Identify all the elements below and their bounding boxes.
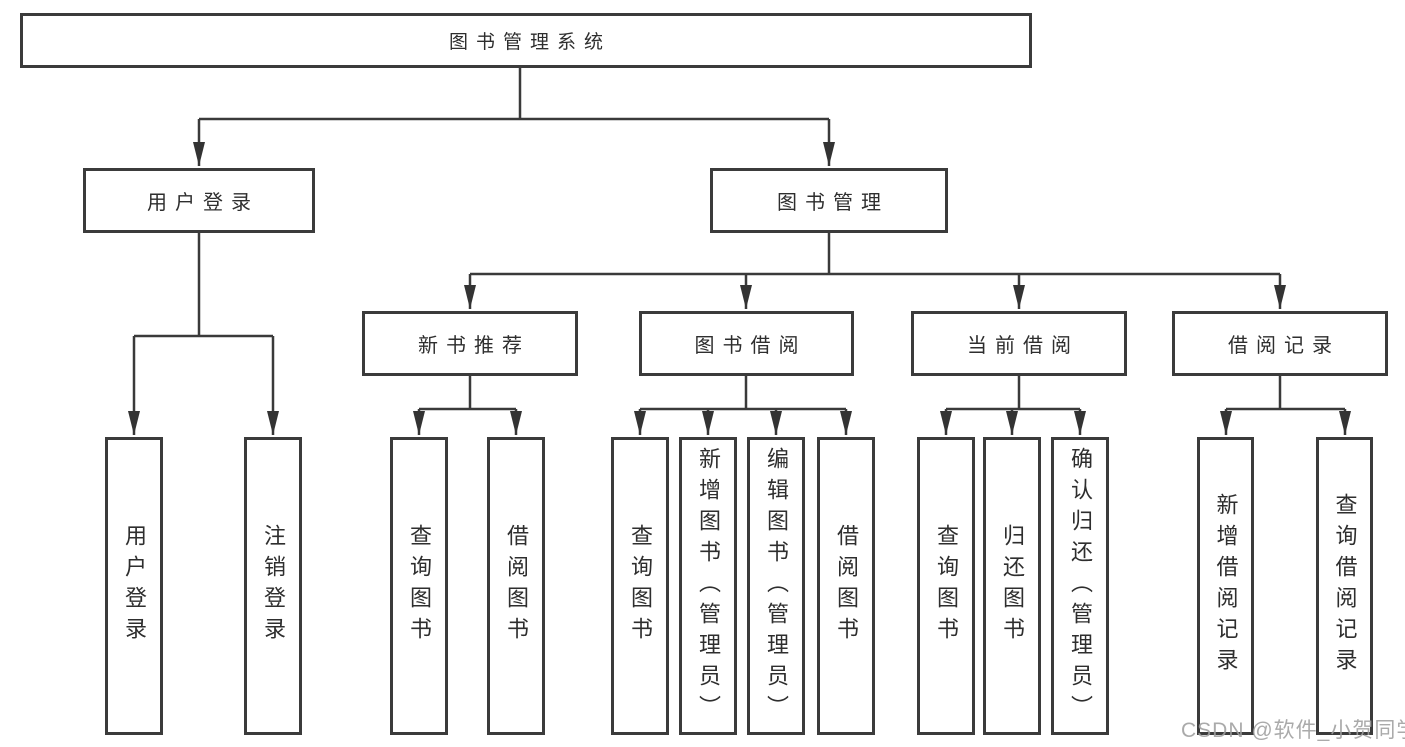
node-user-login: 用户登录 (83, 168, 315, 233)
leaf-query-books-current: 查询图书 (917, 437, 975, 735)
leaf-user-login: 用户登录 (105, 437, 163, 735)
node-label: 图书管理系统 (448, 32, 611, 53)
leaf-edit-book-admin: 编辑图书（管理员） (747, 437, 805, 735)
leaf-label: 注销登录 (261, 524, 286, 648)
node-new-book-recommend: 新书推荐 (362, 311, 578, 376)
node-current-borrowing: 当前借阅 (911, 311, 1127, 376)
leaf-label: 查询借阅记录 (1332, 493, 1358, 679)
leaf-label: 查询图书 (407, 524, 432, 648)
leaf-label: 借阅图书 (834, 524, 859, 648)
node-label: 图书管理 (777, 192, 889, 214)
leaf-label: 查询图书 (934, 524, 959, 648)
node-label: 当前借阅 (967, 335, 1079, 357)
leaf-confirm-return-admin: 确认归还（管理员） (1051, 437, 1109, 735)
leaf-label: 新增图书（管理员） (696, 446, 721, 726)
leaf-label: 归还图书 (1000, 524, 1025, 648)
leaf-label: 借阅图书 (504, 524, 529, 648)
leaf-borrow-books-recommend: 借阅图书 (487, 437, 545, 735)
node-label: 用户登录 (147, 192, 259, 214)
leaf-label: 查询图书 (628, 524, 653, 648)
node-label: 借阅记录 (1228, 335, 1340, 357)
csdn-watermark: CSDN @软件_小贺同学 (1181, 719, 1405, 742)
leaf-add-book-admin: 新增图书（管理员） (679, 437, 737, 735)
node-label: 新书推荐 (418, 335, 530, 357)
leaf-query-borrow-record: 查询借阅记录 (1316, 437, 1373, 735)
leaf-return-book: 归还图书 (983, 437, 1041, 735)
leaf-label: 确认归还（管理员） (1068, 446, 1093, 726)
leaf-label: 新增借阅记录 (1213, 493, 1239, 679)
leaf-label: 用户登录 (122, 524, 147, 648)
node-label: 图书借阅 (694, 335, 807, 357)
node-book-borrowing: 图书借阅 (639, 311, 854, 376)
leaf-logout: 注销登录 (244, 437, 302, 735)
leaf-add-borrow-record: 新增借阅记录 (1197, 437, 1254, 735)
leaf-query-books-borrowing: 查询图书 (611, 437, 669, 735)
leaf-borrow-books-borrowing: 借阅图书 (817, 437, 875, 735)
node-borrow-records: 借阅记录 (1172, 311, 1388, 376)
node-root: 图书管理系统 (20, 13, 1032, 68)
leaf-query-books-recommend: 查询图书 (390, 437, 448, 735)
node-book-management: 图书管理 (710, 168, 948, 233)
leaf-label: 编辑图书（管理员） (764, 446, 789, 726)
